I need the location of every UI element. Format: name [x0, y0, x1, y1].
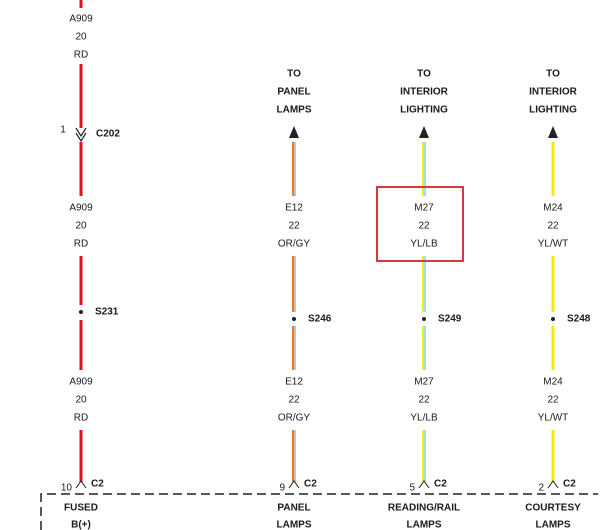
destination-label-line-2: LAMPS: [277, 105, 312, 116]
connector-c2-pin: 5: [409, 483, 415, 494]
wire-label-mid-line-1: 20: [75, 221, 87, 232]
connector-c2-symbol: [547, 480, 559, 489]
destination-label-line-1: INTERIOR: [529, 87, 578, 98]
device-label-line-1: LAMPS: [277, 520, 312, 530]
destination-label-line-1: INTERIOR: [400, 87, 449, 98]
wire-label-bottom-line-0: M27: [414, 377, 434, 388]
wire-label-mid-line-1: 22: [547, 221, 559, 232]
wire-label-top-line-2: RD: [74, 50, 88, 61]
splice-dot: [422, 317, 426, 321]
splice-dot: [292, 317, 296, 321]
wire-label-bottom-line-0: A909: [69, 377, 93, 388]
highlight-box: [376, 186, 464, 262]
module-boundary: [40, 493, 598, 530]
wire-label-bottom-line-2: RD: [74, 413, 88, 424]
wire-label-mid-line-0: E12: [285, 203, 303, 214]
wire-label-bottom-line-2: OR/GY: [278, 413, 311, 424]
wire-label-mid-line-2: YL/LB: [410, 239, 438, 250]
wire-label-mid-line-2: YL/WT: [538, 239, 569, 250]
connector-c2-label: C2: [304, 479, 317, 490]
wire-label-mid-line-1: 22: [418, 221, 430, 232]
connector-c202-pin: 1: [60, 125, 66, 136]
connector-c2-pin: 9: [279, 483, 285, 494]
connector-c2-symbol: [418, 480, 430, 489]
connector-c202-symbol: [75, 127, 87, 138]
wire-label-bottom-line-0: M24: [543, 377, 563, 388]
wire-label-bottom-line-2: YL/LB: [410, 413, 438, 424]
splice-dot: [79, 310, 83, 314]
wire-label-top-line-1: 20: [75, 32, 87, 43]
wire-label-mid-line-0: M27: [414, 203, 434, 214]
device-label-line-1: LAMPS: [536, 520, 571, 530]
destination-label-line-1: PANEL: [277, 87, 310, 98]
destination-label-line-2: LIGHTING: [529, 105, 577, 116]
destination-label-line-0: TO: [546, 69, 560, 80]
wire-label-bottom-line-1: 20: [75, 395, 87, 406]
connector-c2-symbol: [75, 480, 87, 489]
device-label-line-1: LAMPS: [407, 520, 442, 530]
wire-label-mid-line-0: A909: [69, 203, 93, 214]
wire-label-mid-line-2: OR/GY: [278, 239, 311, 250]
splice-label: S246: [308, 314, 332, 325]
wire-label-bottom-line-2: YL/WT: [538, 413, 569, 424]
destination-label-line-2: LIGHTING: [400, 105, 448, 116]
connector-c202-symbol: [75, 132, 87, 143]
device-label-line-0: COURTESY: [525, 503, 581, 514]
connector-c2-pin: 2: [538, 483, 544, 494]
connector-c2-symbol: [288, 480, 300, 489]
wire-label-mid-line-1: 22: [288, 221, 300, 232]
connector-c2-pin: 10: [61, 483, 73, 494]
device-label-line-0: READING/RAIL: [388, 503, 460, 514]
wire-label-bottom-line-1: 22: [288, 395, 300, 406]
connector-c2-label: C2: [563, 479, 576, 490]
splice-label: S231: [95, 307, 119, 318]
splice-label: S248: [567, 314, 591, 325]
wire-label-mid-line-2: RD: [74, 239, 88, 250]
device-label-line-1: B(+): [71, 520, 91, 530]
connector-c202-label: C202: [96, 129, 120, 140]
wire-label-bottom-line-1: 22: [547, 395, 559, 406]
wire-label-bottom-line-1: 22: [418, 395, 430, 406]
arrow-up-icon: [419, 126, 429, 138]
connector-c2-label: C2: [434, 479, 447, 490]
wire-label-mid-line-0: M24: [543, 203, 563, 214]
arrow-up-icon: [548, 126, 558, 138]
splice-dot: [551, 317, 555, 321]
destination-label-line-0: TO: [287, 69, 301, 80]
device-label-line-0: FUSED: [64, 503, 98, 514]
wire-label-bottom-line-0: E12: [285, 377, 303, 388]
splice-label: S249: [438, 314, 462, 325]
device-label-line-0: PANEL: [277, 503, 310, 514]
connector-c2-label: C2: [91, 479, 104, 490]
arrow-up-icon: [289, 126, 299, 138]
destination-label-line-0: TO: [417, 69, 431, 80]
wire-label-top-line-0: A909: [69, 14, 93, 25]
